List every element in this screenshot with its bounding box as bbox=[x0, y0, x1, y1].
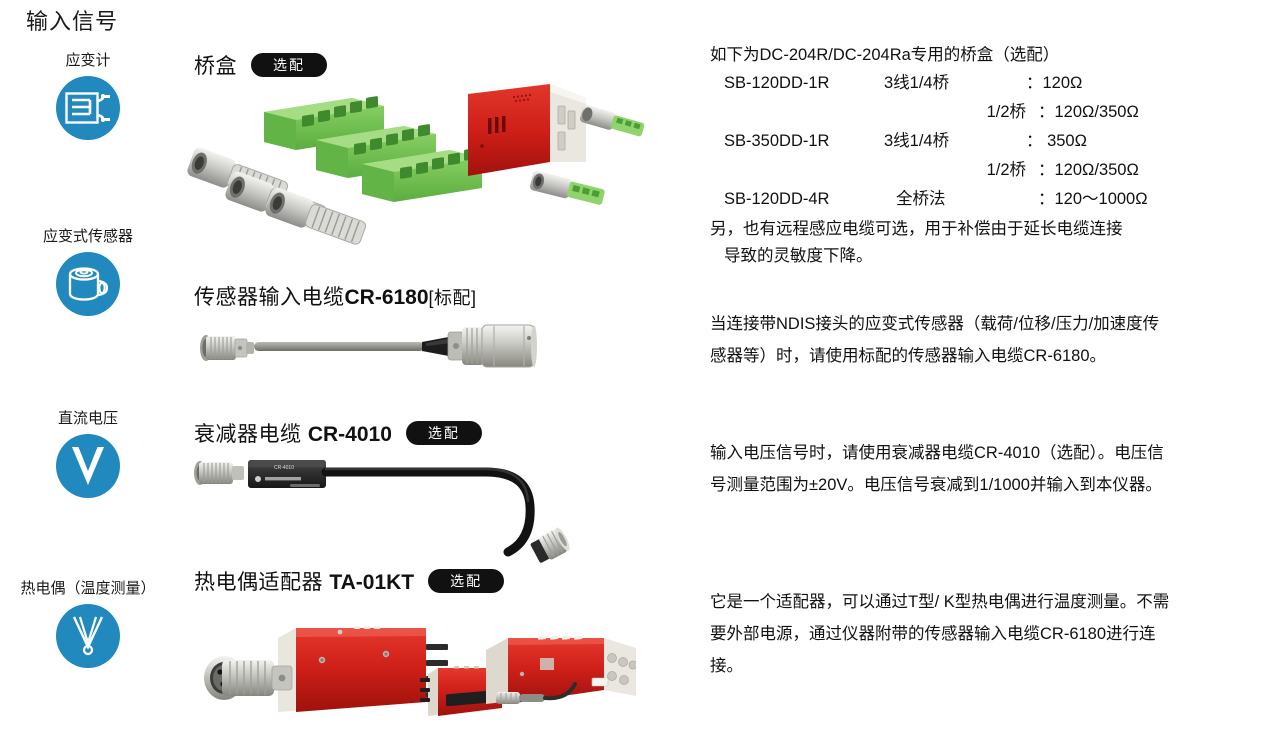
spec-bridge-type: 3线1/4桥 bbox=[884, 132, 950, 150]
product-title: 衰减器电缆 CR-4010 bbox=[194, 423, 392, 446]
product-header: 热电偶适配器 TA-01KT 选配 bbox=[194, 566, 505, 596]
sidebar-item-label: 应变式传感器 bbox=[42, 228, 133, 245]
thermocouple-line-1: 它是一个适配器，可以通过T型/ K型热电偶进行温度测量。不需 bbox=[710, 593, 1170, 611]
spec-model: SB-120DD-1R bbox=[724, 74, 830, 92]
spec-value: ： 350Ω bbox=[1026, 132, 1087, 150]
product-header: 衰减器电缆 CR-4010 选配 bbox=[194, 418, 482, 448]
attenuator-cable-photo: CR-4010 bbox=[186, 448, 606, 573]
spec-value: ：120～1000Ω bbox=[1038, 190, 1148, 208]
spec-bridge-type: 全桥法 bbox=[896, 190, 946, 208]
spec-value: ：120Ω bbox=[1026, 74, 1083, 92]
sensor-cable-line-2: 感器等）时，请使用标配的传感器输入电缆CR-6180。 bbox=[710, 347, 1107, 365]
bridge-box-note-line-2: 导致的灵敏度下降。 bbox=[724, 247, 873, 265]
sidebar-item-strain-sensor[interactable]: 应变式传感器 bbox=[0, 228, 176, 316]
spec-row: SB-350DD-1R 3线1/4桥 ： 350Ω bbox=[710, 127, 1260, 156]
bridge-box-description: 如下为DC-204R/DC-204Ra专用的桥盒（选配） SB-120DD-1R… bbox=[710, 42, 1260, 270]
sidebar-item-dc-voltage[interactable]: 直流电压 bbox=[0, 410, 176, 498]
spec-row: 1/2桥 ：120Ω/350Ω bbox=[710, 98, 1260, 127]
product-bridge-box: 桥盒 选配 bbox=[194, 50, 327, 80]
product-thermocouple-adapter: 热电偶适配器 TA-01KT 选配 bbox=[194, 566, 505, 596]
spec-bridge-type: 1/2桥 bbox=[986, 103, 1026, 121]
product-sensor-input-cable: 传感器输入电缆CR-6180[标配] bbox=[194, 281, 477, 311]
thermocouple-adapter-photo bbox=[196, 600, 638, 737]
description-column: 如下为DC-204R/DC-204Ra专用的桥盒（选配） SB-120DD-1R… bbox=[700, 0, 1264, 739]
spec-value: ：120Ω/350Ω bbox=[1038, 103, 1139, 121]
product-title: 传感器输入电缆CR-6180[标配] bbox=[194, 286, 477, 309]
attenuator-line-1: 输入电压信号时，请使用衰减器电缆CR-4010（选配）。电压信 bbox=[710, 444, 1164, 462]
sensor-input-cable-photo bbox=[186, 318, 656, 387]
spec-model bbox=[724, 156, 884, 185]
sidebar-item-thermocouple[interactable]: 热电偶（温度测量） bbox=[0, 580, 176, 668]
product-title: 热电偶适配器 TA-01KT bbox=[194, 571, 415, 594]
spec-row: SB-120DD-4R 全桥法 ：120～1000Ω bbox=[710, 185, 1260, 214]
spec-value: ：120Ω/350Ω bbox=[1038, 161, 1139, 179]
bridge-box-heading: 如下为DC-204R/DC-204Ra专用的桥盒（选配） bbox=[710, 46, 1060, 64]
product-header: 传感器输入电缆CR-6180[标配] bbox=[194, 281, 477, 311]
attenuator-description: 输入电压信号时，请使用衰减器电缆CR-4010（选配）。电压信 号测量范围为±2… bbox=[710, 437, 1262, 501]
strain-gauge-icon bbox=[56, 76, 120, 140]
thermocouple-icon bbox=[56, 604, 120, 668]
signal-type-icon-column: 应变计 应变式传感器 bbox=[0, 0, 176, 739]
thermocouple-line-2: 要外部电源，通过仪器附带的传感器输入电缆CR-6180进行连 bbox=[710, 625, 1156, 643]
svg-text:CR-4010: CR-4010 bbox=[274, 465, 294, 471]
spec-model bbox=[724, 98, 884, 127]
sensor-cable-description: 当连接带NDIS接头的应变式传感器（载荷/位移/压力/加速度传 感器等）时，请使… bbox=[710, 308, 1262, 372]
thermocouple-line-3: 接。 bbox=[710, 657, 743, 675]
page-title: 输入信号 bbox=[26, 9, 119, 34]
status-badge: 选配 bbox=[428, 569, 505, 593]
sidebar-item-label: 应变计 bbox=[65, 52, 111, 69]
sidebar-item-label: 热电偶（温度测量） bbox=[20, 580, 156, 597]
product-title: 桥盒 bbox=[194, 55, 237, 78]
spec-model: SB-350DD-1R bbox=[724, 132, 830, 150]
spec-row: 1/2桥 ：120Ω/350Ω bbox=[710, 156, 1260, 185]
spec-row: SB-120DD-1R 3线1/4桥 ：120Ω bbox=[710, 69, 1260, 98]
status-badge: 选配 bbox=[405, 421, 482, 445]
spec-bridge-type: 3线1/4桥 bbox=[884, 74, 950, 92]
spec-model: SB-120DD-4R bbox=[724, 190, 830, 208]
attenuator-line-2: 号测量范围为±20V。电压信号衰减到1/1000并输入到本仪器。 bbox=[710, 476, 1162, 494]
product-column: 桥盒 选配 bbox=[176, 0, 696, 739]
product-attenuator-cable: 衰减器电缆 CR-4010 选配 bbox=[194, 418, 482, 448]
sensor-cable-line-1: 当连接带NDIS接头的应变式传感器（载荷/位移/压力/加速度传 bbox=[710, 315, 1160, 333]
sidebar-item-strain-gauge[interactable]: 应变计 bbox=[0, 52, 176, 140]
sidebar-item-label: 直流电压 bbox=[57, 410, 118, 427]
status-badge: 选配 bbox=[251, 53, 327, 77]
spec-bridge-type: 1/2桥 bbox=[986, 161, 1026, 179]
thermocouple-description: 它是一个适配器，可以通过T型/ K型热电偶进行温度测量。不需 要外部电源，通过仪… bbox=[710, 586, 1262, 682]
bridge-box-note-line-1: 另，也有远程感应电缆可选，用于补偿由于延长电缆连接 bbox=[710, 220, 1123, 238]
load-cell-icon bbox=[56, 252, 120, 316]
bridge-box-photo bbox=[186, 80, 656, 250]
product-header: 桥盒 选配 bbox=[194, 50, 327, 80]
dc-voltage-icon bbox=[56, 434, 120, 498]
